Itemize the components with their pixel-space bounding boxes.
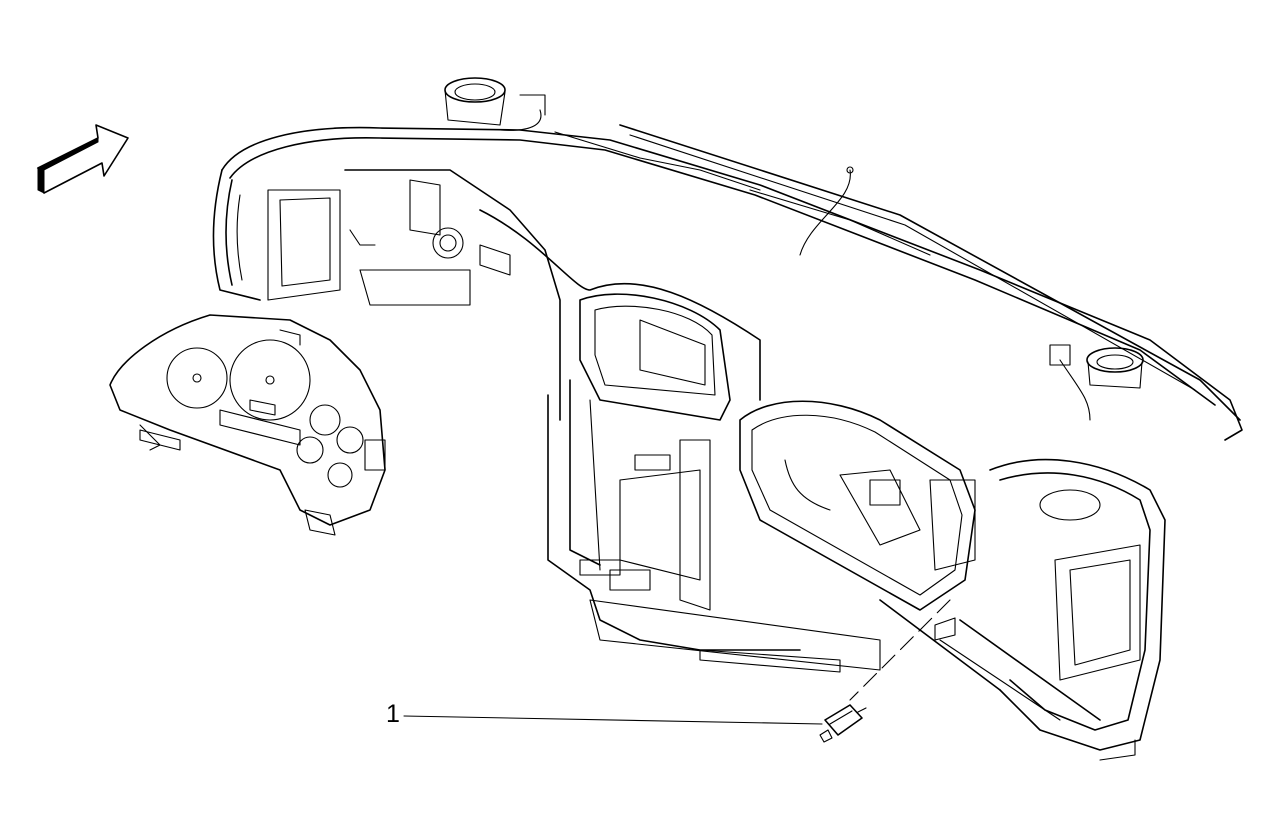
dash-right-end bbox=[989, 458, 1166, 761]
left-speaker-icon bbox=[444, 77, 546, 131]
wire-lead bbox=[799, 166, 854, 256]
connector-leader bbox=[849, 599, 956, 701]
center-opening bbox=[579, 293, 731, 421]
lower-dash-edge bbox=[879, 599, 1101, 721]
lower-center-structure bbox=[547, 379, 881, 673]
dash-left-end bbox=[212, 169, 341, 301]
arrow-right-up-icon bbox=[36, 124, 129, 194]
center-stack bbox=[344, 169, 761, 421]
instrument-cluster bbox=[109, 314, 386, 536]
callout-1-label: 1 bbox=[386, 700, 400, 728]
callout-1-leader bbox=[403, 715, 823, 725]
right-speaker-icon bbox=[1049, 344, 1144, 421]
instrument-panel-top bbox=[221, 124, 1243, 441]
small-electrical-component bbox=[819, 704, 867, 743]
glove-box-opening bbox=[739, 400, 976, 611]
